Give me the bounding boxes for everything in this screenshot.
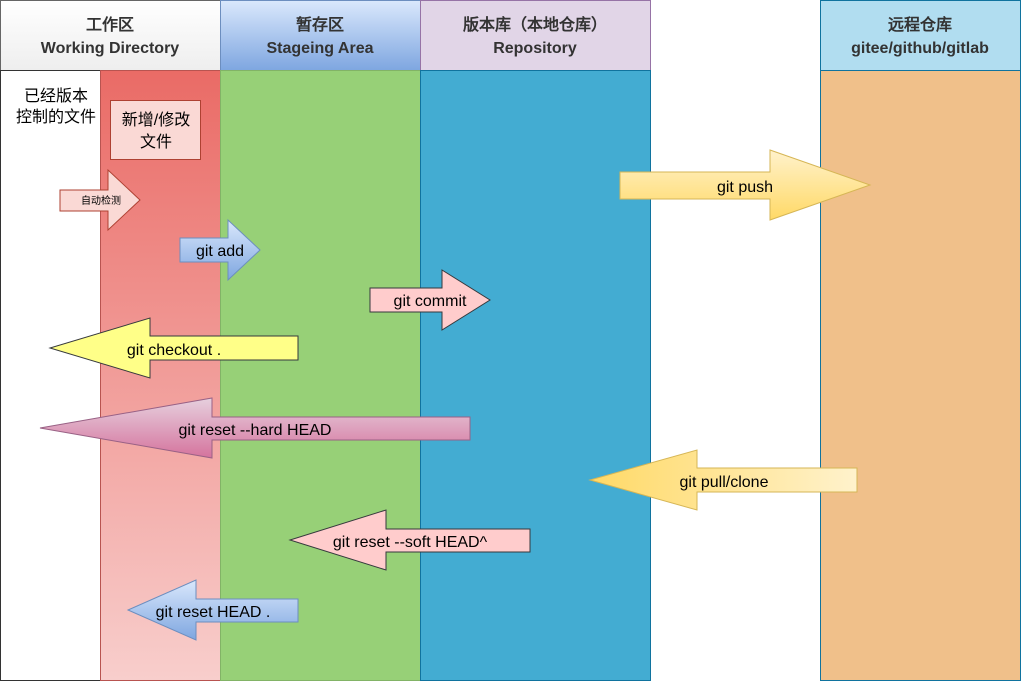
git-pull-arrow — [588, 449, 858, 511]
remote-title-cn: 远程仓库 — [888, 15, 952, 34]
git-push-arrow — [619, 149, 872, 221]
header-remote — [820, 0, 1021, 71]
git-commit-label: git commit — [394, 293, 467, 310]
repo-column — [420, 70, 651, 681]
reset-soft-label: git reset --soft HEAD^ — [333, 534, 488, 551]
git-commit-arrow — [369, 269, 491, 331]
auto-detect-arrow — [59, 168, 141, 232]
header-working — [0, 0, 221, 71]
staging-title-cn: 暂存区 — [296, 15, 344, 34]
tracked-files-line2: 控制的文件 — [16, 108, 96, 126]
repo-title-en: Repository — [493, 40, 577, 57]
new-files-box — [110, 100, 201, 160]
new-files-line2: 文件 — [140, 133, 172, 151]
remote-column — [820, 70, 1021, 681]
git-push-label: git push — [717, 179, 773, 196]
working-title-en: Working Directory — [41, 40, 180, 57]
git-add-label: git add — [196, 243, 244, 260]
git-checkout-label: git checkout . — [127, 342, 221, 359]
new-files-line1: 新增/修改 — [122, 111, 190, 129]
working-title-cn: 工作区 — [86, 15, 134, 34]
header-repo — [420, 0, 651, 71]
git-checkout-arrow — [48, 317, 299, 379]
remote-title-en: gitee/github/gitlab — [851, 40, 989, 57]
staging-title-en: Stageing Area — [267, 40, 374, 57]
working-column-gradient — [100, 70, 221, 681]
git-pull-label: git pull/clone — [680, 474, 769, 491]
reset-hard-label: git reset --hard HEAD — [179, 422, 332, 439]
reset-head-label: git reset HEAD . — [156, 604, 271, 621]
working-column-white — [0, 70, 101, 681]
tracked-files-line1: 已经版本 — [24, 87, 88, 105]
repo-title-cn: 版本库（本地仓库） — [462, 15, 607, 34]
reset-hard-arrow — [39, 397, 471, 459]
reset-soft-arrow — [288, 509, 531, 571]
staging-column — [220, 70, 421, 681]
header-staging — [220, 0, 421, 71]
auto-detect-label: 自动检测 — [81, 194, 121, 207]
git-add-arrow — [179, 218, 261, 282]
reset-head-arrow — [126, 579, 299, 641]
